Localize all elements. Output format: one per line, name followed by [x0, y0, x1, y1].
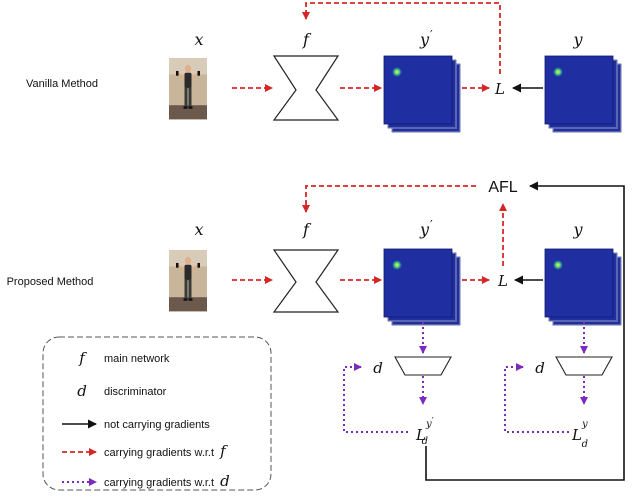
proposed-gt-heatmap	[544, 248, 622, 326]
proposed-gt-symbol: y	[572, 220, 583, 239]
afl-to-network-arrow	[302, 185, 476, 213]
legend-item-no-gradient: not carrying gradients	[62, 419, 210, 431]
proposed-prediction-heatmap	[383, 248, 461, 326]
legend-network-text: main network	[104, 353, 170, 365]
legend-discriminator-text: discriminator	[104, 386, 167, 398]
legend-discriminator-symbol: d	[77, 382, 87, 400]
vanilla-prediction-symbol: y′	[419, 28, 433, 49]
vanilla-gt-symbol: y	[572, 30, 583, 49]
adv-loss-right-feedback-arrow	[504, 363, 569, 433]
vanilla-input-symbol: x	[194, 30, 203, 49]
vanilla-loss-symbol: L	[494, 80, 505, 98]
vanilla-input-image	[169, 58, 207, 120]
vanilla-loss-feedback-arrow	[302, 2, 501, 74]
proposed-input-image	[169, 250, 207, 312]
afl-label: AFL	[488, 179, 517, 196]
vanilla-network-shape	[272, 55, 340, 121]
proposed-network-symbol: f	[302, 220, 312, 239]
proposed-network-shape	[272, 249, 340, 313]
adv-loss-prediction-symbol: Ly′d	[415, 417, 434, 447]
legend-no-gradient-text: not carrying gradients	[104, 419, 210, 431]
discriminator-right-symbol: d	[535, 359, 545, 377]
proposed-prediction-symbol: y′	[419, 218, 433, 239]
vanilla-prediction-heatmap	[383, 55, 461, 133]
legend-network-symbol: f	[78, 349, 87, 367]
discriminator-left-shape	[394, 356, 452, 376]
discriminator-left-symbol: d	[373, 359, 383, 377]
proposed-loss-symbol: L	[497, 272, 508, 290]
vanilla-network-symbol: f	[302, 30, 312, 49]
adv-loss-to-afl-arrow	[425, 181, 625, 481]
proposed-row-label: Proposed Method	[7, 276, 94, 288]
vanilla-row-label: Vanilla Method	[26, 78, 98, 90]
legend-item-discriminator: d discriminator	[77, 382, 166, 400]
legend-item-main-network: f main network	[78, 349, 170, 367]
adv-loss-left-feedback-arrow	[343, 363, 408, 433]
vanilla-gt-heatmap	[544, 55, 622, 133]
discriminator-right-shape	[555, 356, 613, 376]
proposed-input-symbol: x	[194, 220, 203, 239]
legend-box	[42, 336, 272, 491]
